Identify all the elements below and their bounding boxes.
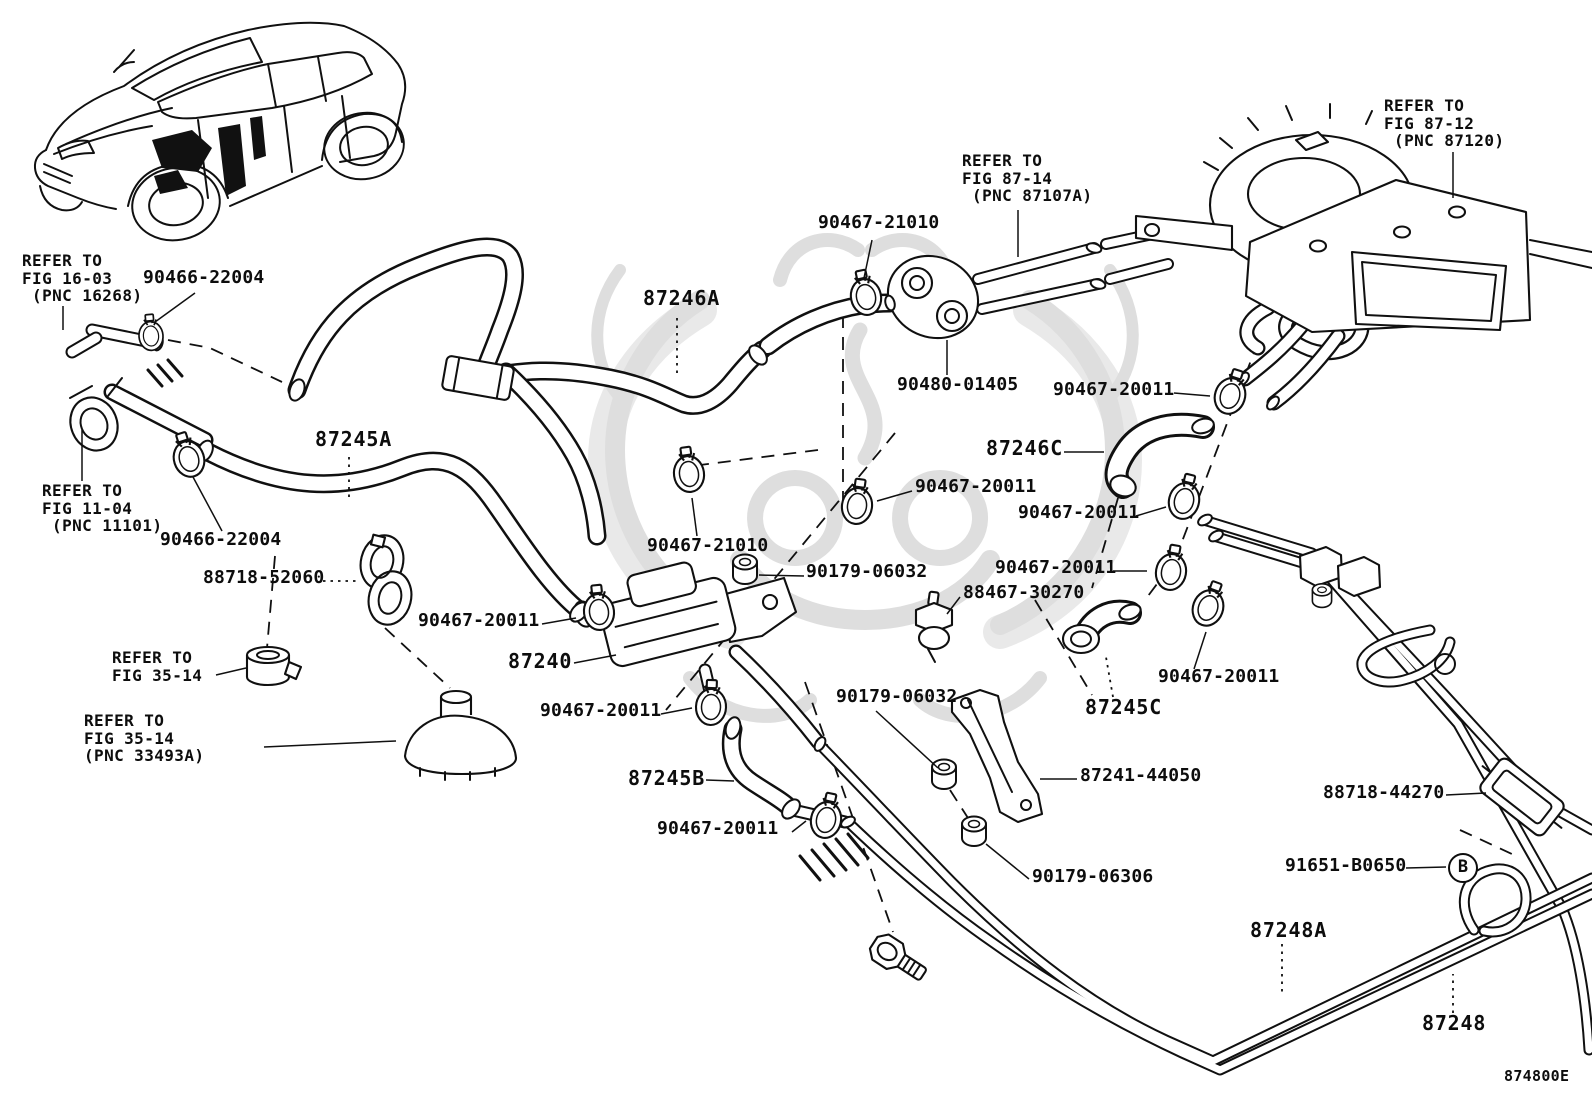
label-90480-01405: 90480-01405 [897, 374, 1019, 395]
label-90467-20011-d: 90467-20011 [995, 557, 1117, 578]
label-90179-06032-b: 90179-06032 [836, 686, 958, 707]
leader-lines [62, 152, 1487, 1013]
water-inlet-pipes [978, 232, 1168, 309]
label-87240: 87240 [508, 649, 573, 673]
diagram-code: 874800E [1504, 1067, 1570, 1085]
cap-fig-35-14 [245, 645, 303, 687]
cuff-87245c-top [1118, 603, 1142, 621]
label-87248a: 87248A [1250, 918, 1328, 942]
label-90467-20011-e: 90467-20011 [418, 610, 540, 631]
flange-90480-01405 [886, 254, 980, 340]
label-87245a: 87245A [315, 427, 393, 451]
tank-fig-35-14 [403, 689, 518, 781]
water-valve-87240 [573, 561, 798, 668]
refer-fig-11-04: REFER TO FIG 11-04 (PNC 11101) [42, 481, 163, 535]
label-91651-b0650: 91651-B0650 [1285, 855, 1407, 876]
refer-fig-35-14-a: REFER TO FIG 35-14 [112, 648, 203, 685]
label-87248: 87248 [1422, 1011, 1487, 1035]
label-90467-20011-h: 90467-20011 [657, 818, 779, 839]
refer-fig-16-03: REFER TO FIG 16-03 (PNC 16268) [22, 251, 143, 305]
refer-fig-87-14: REFER TO FIG 87-14 (PNC 87107A) [962, 151, 1093, 205]
label-87246c: 87246C [986, 436, 1064, 460]
label-90467-21010-a: 90467-21010 [818, 212, 940, 233]
water-pump-fig-11-04 [69, 358, 184, 452]
bracket-87241-44050 [950, 688, 1044, 824]
bracket-88718-44270 [1479, 757, 1565, 837]
label-88467-30270: 88467-30270 [963, 582, 1085, 603]
refer-fig-35-14-b: REFER TO FIG 35-14 (PNC 33493A) [84, 711, 205, 765]
label-88718-44270: 88718-44270 [1323, 782, 1445, 803]
cuff-87245c [1061, 623, 1101, 655]
label-90467-20011-f: 90467-20011 [1158, 666, 1280, 687]
label-90467-20011-a: 90467-20011 [1053, 379, 1175, 400]
label-87245b: 87245B [628, 766, 706, 790]
label-90467-20011-b: 90467-20011 [915, 476, 1037, 497]
label-87241-44050: 87241-44050 [1080, 765, 1202, 786]
label-90466-22004-b: 90466-22004 [160, 529, 282, 550]
hose-junction-connector [441, 355, 515, 401]
b-position-marker: B [1448, 853, 1478, 883]
cuff-87246c [1109, 474, 1137, 498]
pipe-clamp-blocks [1298, 545, 1456, 675]
label-90179-06306: 90179-06306 [1032, 866, 1154, 887]
highlighted-heater-area [152, 116, 266, 196]
label-90179-06032-a: 90179-06032 [806, 561, 928, 582]
label-90467-21010-b: 90467-21010 [647, 535, 769, 556]
label-88718-52060: 88718-52060 [203, 567, 325, 588]
diagram-parts [69, 103, 1592, 981]
sensor-88467-30270 [914, 590, 954, 663]
label-87246a: 87246A [643, 286, 721, 310]
refer-fig-87-12: REFER TO FIG 87-12 (PNC 87120) [1384, 96, 1505, 150]
heater-unit [1134, 103, 1592, 334]
car-illustration [33, 21, 407, 242]
bolt [868, 933, 927, 981]
label-90466-22004-a: 90466-22004 [143, 267, 265, 288]
clamp-88718-52060 [359, 533, 413, 626]
label-87245c: 87245C [1085, 695, 1163, 719]
label-90467-20011-c: 90467-20011 [1018, 502, 1140, 523]
pipe-overlap-hatch [798, 832, 870, 882]
hoses-and-pipes [72, 232, 1592, 1070]
hose-87245b [731, 729, 790, 808]
label-90467-20011-g: 90467-20011 [540, 700, 662, 721]
